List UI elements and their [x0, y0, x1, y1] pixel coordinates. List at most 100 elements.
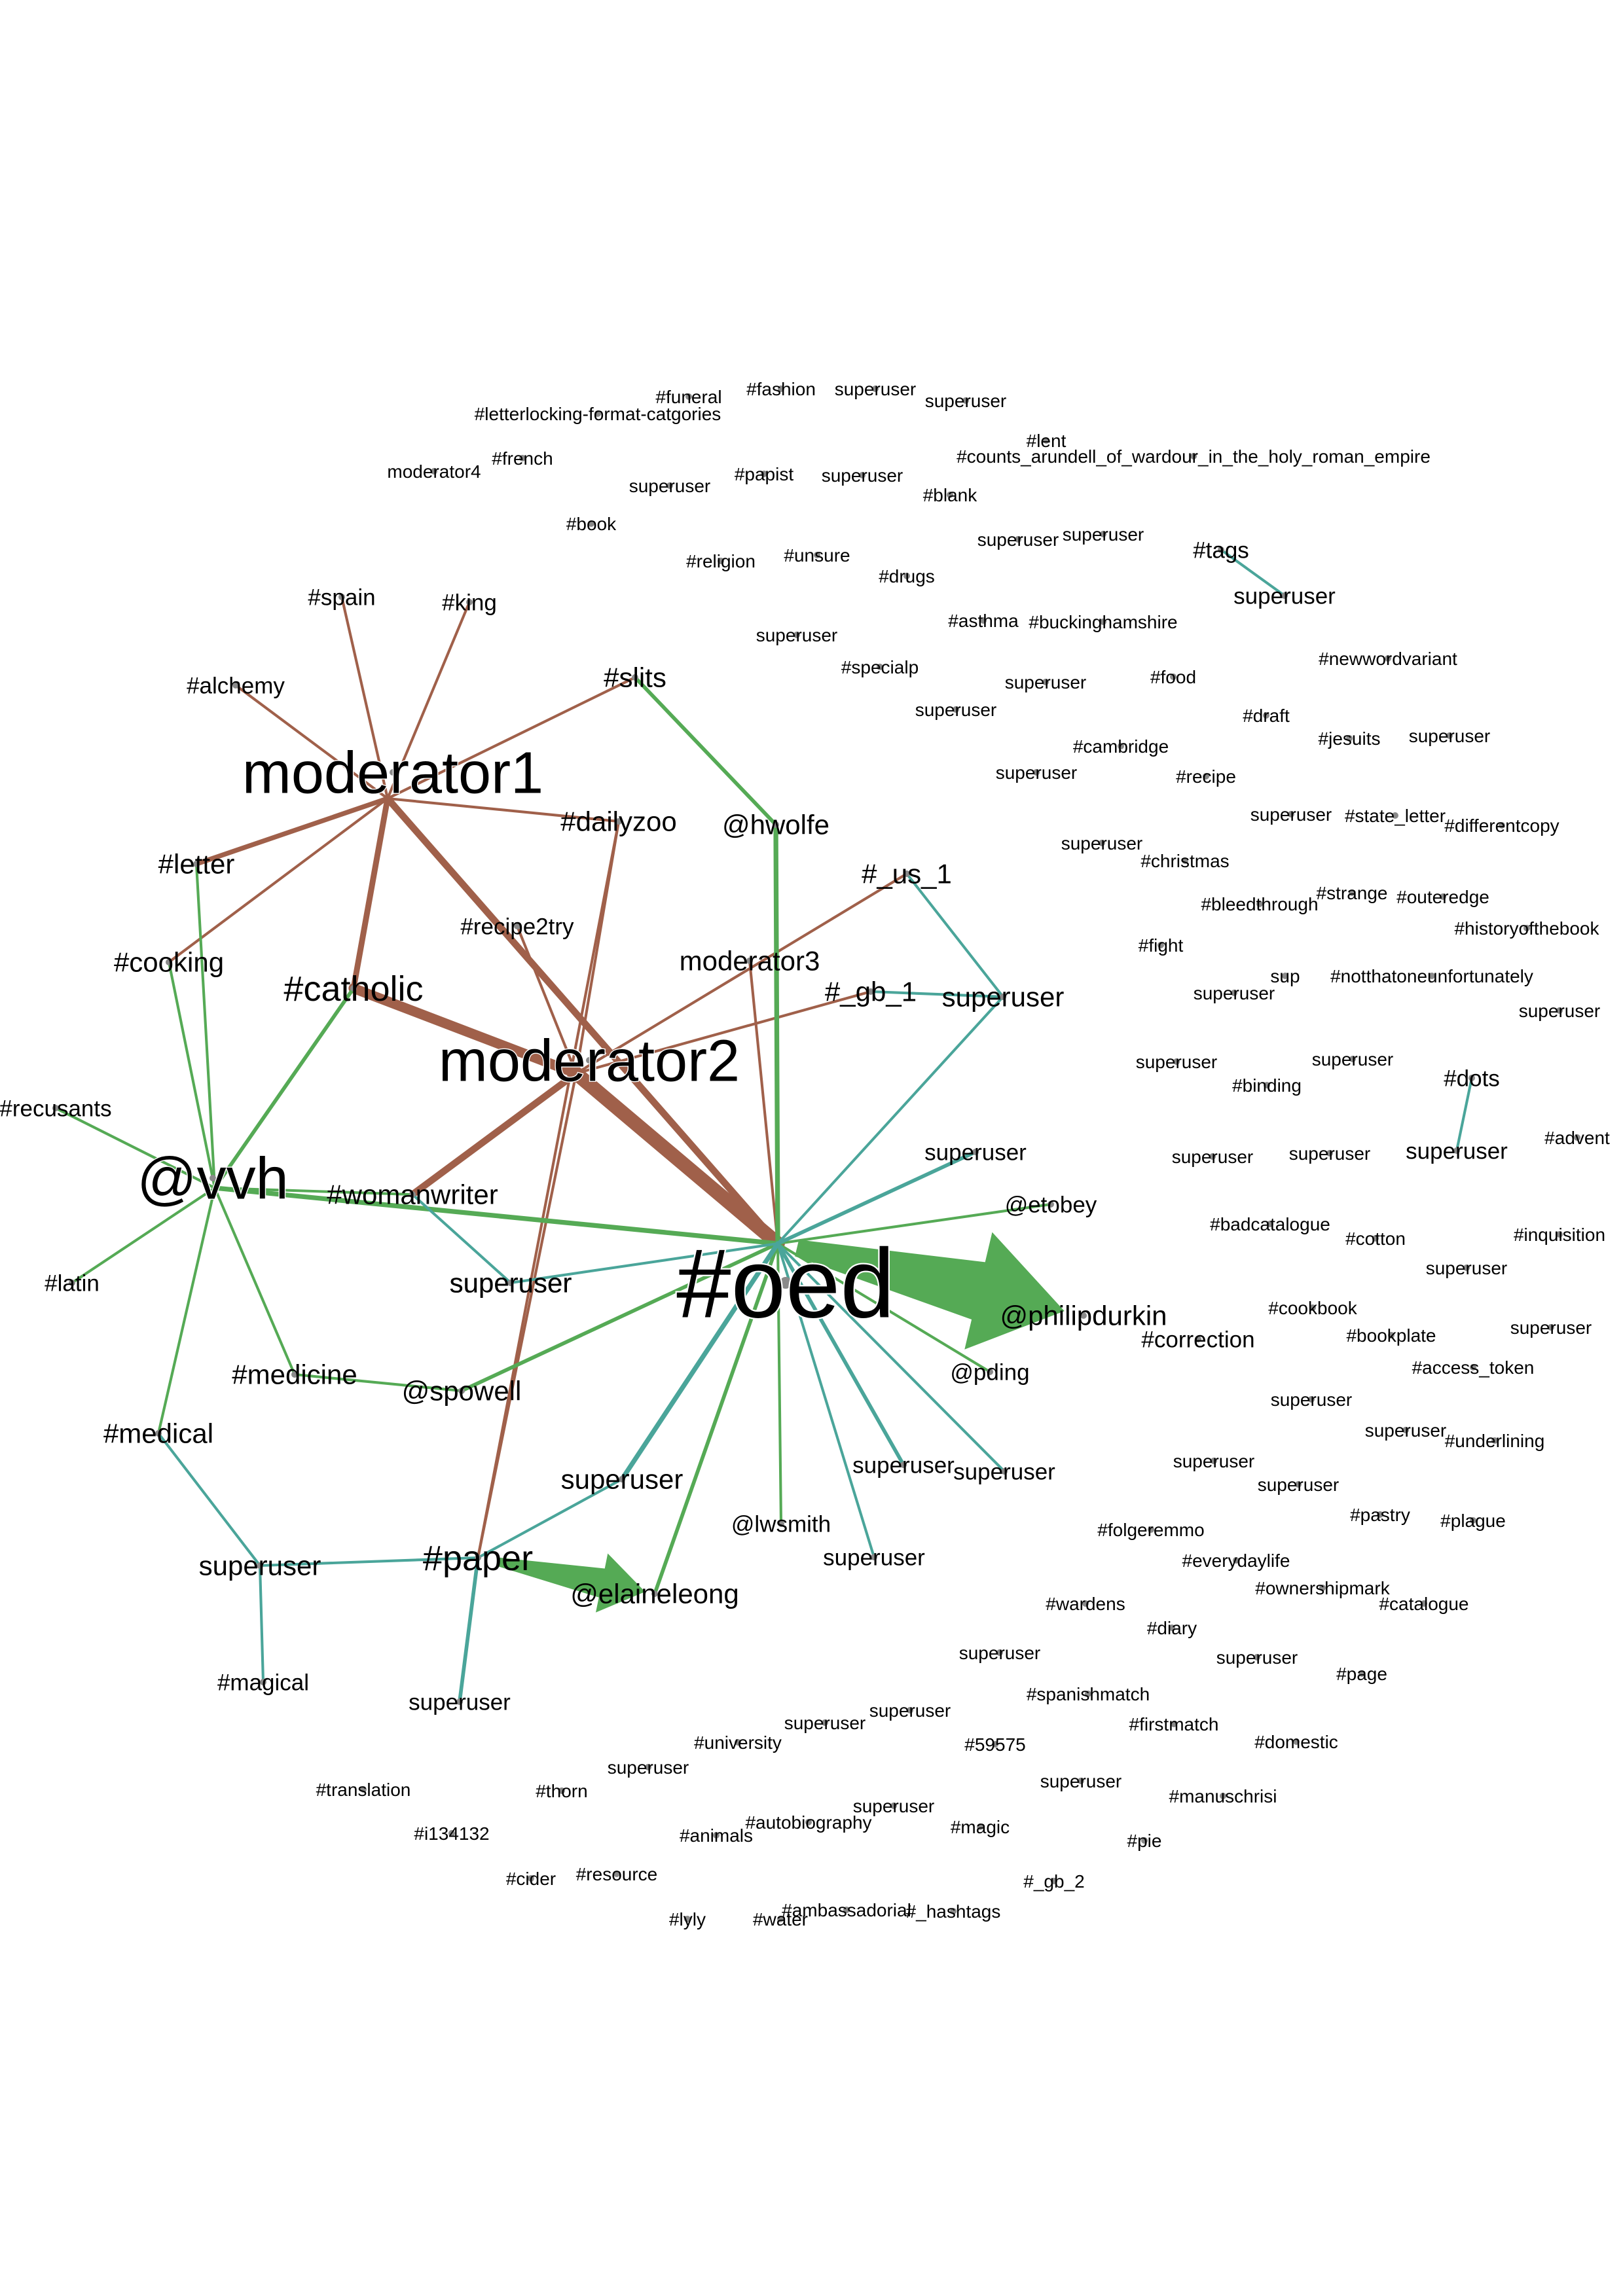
- node-moderator2[interactable]: moderator2: [438, 1028, 741, 1095]
- node-su_t33[interactable]: superuser: [853, 1796, 935, 1816]
- node-n59575[interactable]: #59575: [964, 1734, 1025, 1755]
- node-domestic[interactable]: #domestic: [1254, 1732, 1338, 1752]
- node-letter[interactable]: #letter: [158, 849, 235, 880]
- node-strange[interactable]: #strange: [1317, 883, 1388, 903]
- node-su_t15[interactable]: superuser: [1194, 983, 1275, 1003]
- node-autobiography[interactable]: #autobiography: [745, 1812, 871, 1833]
- node-water[interactable]: #water: [753, 1909, 808, 1929]
- node-access_token[interactable]: #access_token: [1412, 1357, 1535, 1378]
- node-su_t26[interactable]: superuser: [1258, 1475, 1340, 1495]
- node-su_mid2[interactable]: superuser: [561, 1464, 684, 1495]
- node-su_t1[interactable]: superuser: [835, 379, 917, 399]
- node-badcatalogue[interactable]: #badcatalogue: [1210, 1214, 1330, 1234]
- node-su_t27[interactable]: superuser: [959, 1643, 1041, 1663]
- node-folgeremmo[interactable]: #folgeremmo: [1097, 1520, 1204, 1540]
- node-firstmatch[interactable]: #firstmatch: [1129, 1714, 1219, 1734]
- node-specialp[interactable]: #specialp: [841, 657, 919, 677]
- node-resource[interactable]: #resource: [576, 1864, 658, 1884]
- node-gb1[interactable]: #_gb_1: [825, 977, 917, 1007]
- node-slits[interactable]: #slits: [604, 662, 666, 693]
- node-dailyzoo[interactable]: #dailyzoo: [560, 806, 676, 837]
- node-su_t30[interactable]: superuser: [869, 1700, 951, 1721]
- node-ambassadorial[interactable]: #ambassadorial: [782, 1900, 911, 1920]
- node-su_right1[interactable]: superuser: [924, 1139, 1027, 1165]
- node-latin[interactable]: #latin: [45, 1270, 100, 1296]
- node-lent[interactable]: #lent: [1027, 431, 1067, 451]
- node-su_t21[interactable]: superuser: [1426, 1258, 1508, 1278]
- node-su_t7[interactable]: superuser: [756, 625, 838, 645]
- node-moderator4[interactable]: moderator4: [387, 461, 481, 482]
- node-letterlocking[interactable]: #letterlocking-format-catgories: [475, 404, 721, 424]
- node-su_t23[interactable]: superuser: [1271, 1390, 1353, 1410]
- node-food[interactable]: #food: [1150, 667, 1196, 687]
- node-university[interactable]: #university: [694, 1732, 782, 1753]
- node-su_low1[interactable]: superuser: [852, 1452, 955, 1478]
- node-hashtags[interactable]: #_hashtags: [906, 1901, 1001, 1922]
- node-lyly[interactable]: #lyly: [669, 1909, 706, 1929]
- node-religion[interactable]: #religion: [686, 551, 756, 571]
- node-hwolfe[interactable]: @hwolfe: [722, 810, 830, 840]
- node-spowell[interactable]: @spowell: [402, 1376, 522, 1407]
- node-su_t29[interactable]: superuser: [784, 1713, 866, 1733]
- node-binding[interactable]: #binding: [1232, 1075, 1302, 1096]
- node-recipe[interactable]: #recipe: [1176, 766, 1236, 787]
- node-translation[interactable]: #translation: [316, 1780, 411, 1800]
- node-bleedthrough[interactable]: #bleedthrough: [1201, 894, 1318, 914]
- node-papist[interactable]: #papist: [735, 464, 794, 484]
- node-su_t16[interactable]: superuser: [1519, 1001, 1601, 1021]
- node-us1[interactable]: #_us_1: [862, 859, 952, 889]
- node-i134132[interactable]: #i134132: [414, 1823, 489, 1844]
- node-cooking[interactable]: #cooking: [114, 947, 224, 978]
- node-magic[interactable]: #magic: [951, 1817, 1010, 1837]
- node-moderator3[interactable]: moderator3: [680, 946, 820, 977]
- node-catholic[interactable]: #catholic: [283, 969, 423, 1009]
- node-moderator1[interactable]: moderator1: [242, 740, 545, 807]
- node-book[interactable]: #book: [566, 514, 617, 534]
- node-notthatone[interactable]: #notthatoneunfortunately: [1330, 966, 1533, 986]
- node-su_t4[interactable]: superuser: [822, 465, 903, 486]
- node-recusants[interactable]: #recusants: [0, 1096, 112, 1121]
- node-jesuits[interactable]: #jesuits: [1319, 728, 1381, 749]
- node-underlining[interactable]: #underlining: [1445, 1431, 1545, 1451]
- node-su_t32[interactable]: superuser: [1040, 1771, 1122, 1791]
- node-su_t22[interactable]: superuser: [1510, 1318, 1592, 1338]
- node-oed[interactable]: #oed: [675, 1227, 896, 1340]
- node-recipe2try[interactable]: #recipe2try: [460, 914, 574, 939]
- node-differentcopy[interactable]: #differentcopy: [1444, 816, 1559, 836]
- node-su_t2[interactable]: superuser: [925, 391, 1007, 411]
- node-tags[interactable]: #tags: [1193, 537, 1249, 563]
- node-christmas[interactable]: #christmas: [1140, 851, 1229, 871]
- node-wardens[interactable]: #wardens: [1046, 1594, 1125, 1614]
- node-spain[interactable]: #spain: [308, 584, 375, 610]
- node-medicine[interactable]: #medicine: [232, 1359, 357, 1390]
- node-asthma[interactable]: #asthma: [948, 611, 1019, 631]
- node-magical[interactable]: #magical: [217, 1670, 309, 1695]
- node-everydaylife[interactable]: #everydaylife: [1182, 1551, 1290, 1571]
- node-su_t17[interactable]: superuser: [1312, 1049, 1394, 1069]
- node-catalogue[interactable]: #catalogue: [1379, 1594, 1468, 1614]
- node-spanishmatch[interactable]: #spanishmatch: [1027, 1684, 1150, 1704]
- node-etobey[interactable]: @etobey: [1005, 1192, 1097, 1217]
- node-su_t19[interactable]: superuser: [1172, 1147, 1254, 1167]
- node-su_dots[interactable]: superuser: [1406, 1138, 1508, 1164]
- node-philipdurkin[interactable]: @philipdurkin: [1000, 1300, 1167, 1331]
- node-su_t25[interactable]: superuser: [1173, 1451, 1255, 1471]
- node-pie[interactable]: #pie: [1127, 1831, 1162, 1851]
- node-historyofthebook[interactable]: #historyofthebook: [1454, 918, 1599, 939]
- node-cotton[interactable]: #cotton: [1345, 1229, 1406, 1249]
- node-plague[interactable]: #plague: [1440, 1511, 1506, 1531]
- node-su_t6[interactable]: superuser: [1063, 524, 1144, 545]
- node-medical[interactable]: #medical: [103, 1418, 213, 1449]
- node-gb2[interactable]: #_gb_2: [1023, 1871, 1084, 1892]
- node-pding[interactable]: @pding: [950, 1359, 1029, 1385]
- node-manuschrisi[interactable]: #manuschrisi: [1169, 1786, 1277, 1806]
- node-outeredge[interactable]: #outeredge: [1396, 887, 1489, 907]
- node-drugs[interactable]: #drugs: [879, 566, 935, 586]
- node-thorn[interactable]: #thorn: [536, 1781, 587, 1801]
- node-su_t20[interactable]: superuser: [1289, 1143, 1371, 1164]
- node-state_letter[interactable]: #state_letter: [1345, 806, 1446, 826]
- node-pastry[interactable]: #pastry: [1350, 1505, 1410, 1525]
- node-newwordvariant[interactable]: #newwordvariant: [1319, 649, 1457, 669]
- node-advent[interactable]: #advent: [1544, 1128, 1610, 1148]
- node-su_gb1[interactable]: superuser: [942, 982, 1065, 1013]
